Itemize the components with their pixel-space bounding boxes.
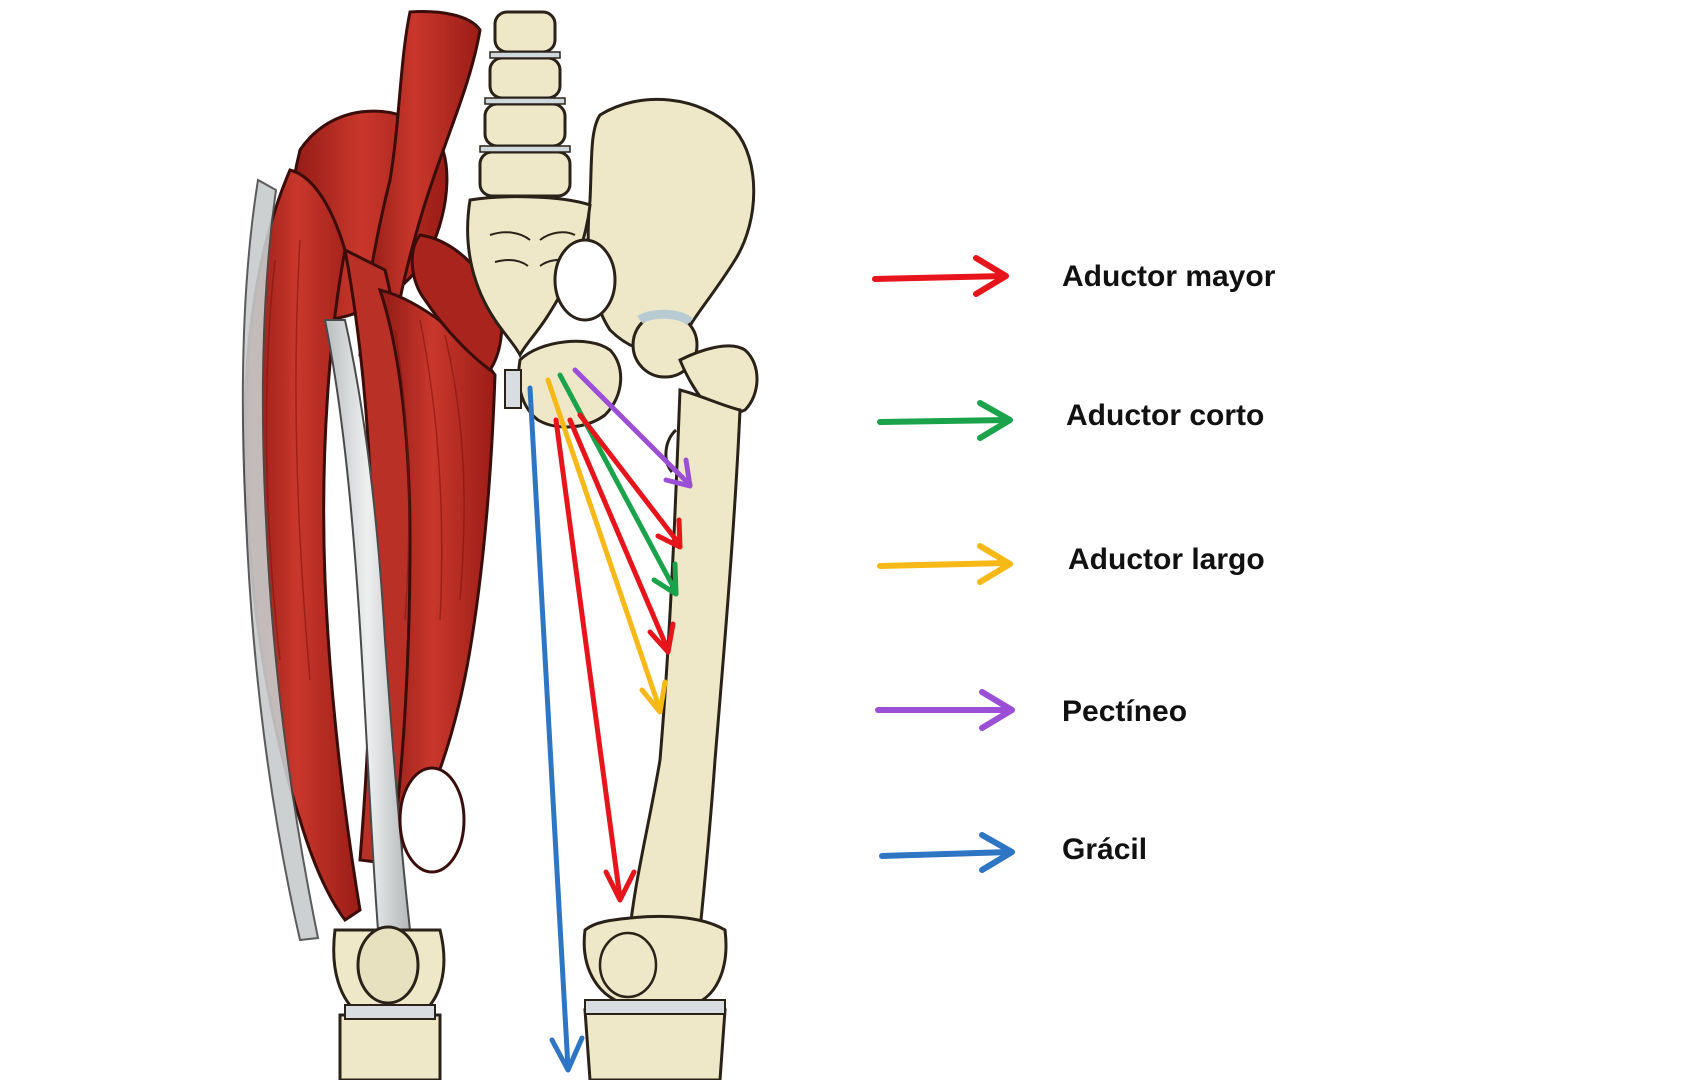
legend-arrow-aductor-largo bbox=[877, 543, 1013, 585]
legend-arrow-aductor-corto bbox=[877, 400, 1013, 441]
pectineus-arrow bbox=[572, 367, 693, 489]
legend-arrows bbox=[872, 255, 1015, 873]
spine bbox=[478, 10, 572, 198]
sacrum bbox=[466, 195, 592, 359]
pubic-bone bbox=[517, 339, 623, 429]
left-knee bbox=[332, 925, 446, 1080]
legend-label-aductor-mayor: Aductor mayor bbox=[1062, 260, 1276, 293]
iliotibial-band bbox=[241, 178, 320, 942]
legend-label-aductor-largo: Aductor largo bbox=[1068, 543, 1265, 576]
legend-arrow-gracil bbox=[879, 832, 1015, 873]
femur bbox=[582, 309, 759, 1080]
adductor-magnus-arrows bbox=[553, 412, 683, 903]
legend-arrow-aductor-mayor bbox=[872, 255, 1009, 297]
legend-label-aductor-corto: Aductor corto bbox=[1066, 399, 1265, 432]
femur-shaft bbox=[628, 388, 742, 932]
legend-label-gracil: Grácil bbox=[1062, 833, 1148, 866]
muscle-arrows bbox=[527, 367, 693, 1073]
legend-arrow-pectineo bbox=[875, 689, 1015, 731]
adductor-hiatus bbox=[398, 766, 466, 874]
adductor-longus-arrow bbox=[545, 377, 668, 715]
legend-label-pectineo: Pectíneo bbox=[1062, 695, 1188, 728]
left-thigh-muscles bbox=[241, 10, 504, 942]
pelvis bbox=[466, 97, 756, 429]
adductor-brevis-arrow bbox=[557, 372, 679, 597]
gracilis-arrow bbox=[527, 385, 585, 1073]
obturator-foramen bbox=[553, 238, 617, 322]
